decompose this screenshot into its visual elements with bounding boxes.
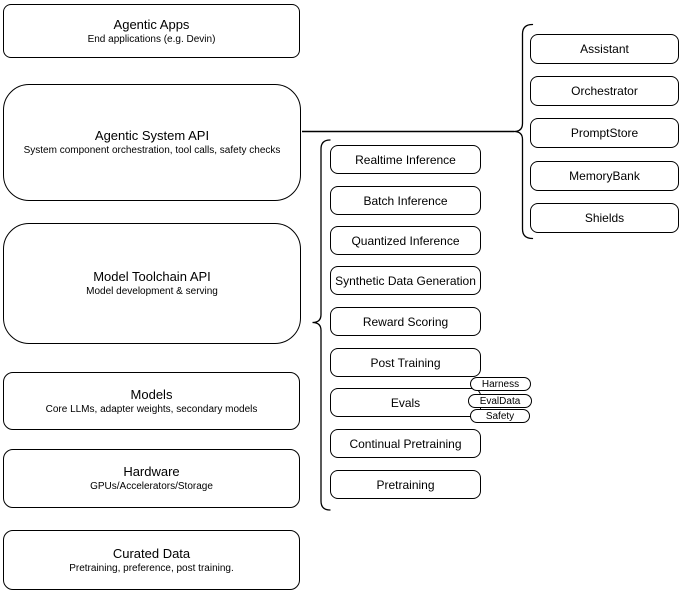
node-title: Model Toolchain API [93, 269, 211, 284]
node-subtitle: GPUs/Accelerators/Storage [90, 481, 213, 492]
node-model-toolchain-api: Model Toolchain API Model development & … [3, 223, 301, 344]
service-label: Continual Pretraining [349, 436, 462, 451]
node-title: Agentic System API [94, 128, 210, 143]
service-reward-scoring: Reward Scoring [330, 307, 481, 336]
component-assistant: Assistant [530, 34, 679, 64]
node-subtitle: Core LLMs, adapter weights, secondary mo… [45, 403, 258, 415]
tag-label: Harness [481, 378, 520, 390]
component-label: PromptStore [570, 126, 639, 140]
node-curated-data: Curated Data Pretraining, preference, po… [3, 530, 300, 590]
toolchain-curly-brace [312, 139, 331, 511]
service-label: Synthetic Data Generation [335, 273, 476, 288]
service-label: Reward Scoring [362, 314, 449, 329]
tag-harness: Harness [470, 377, 531, 391]
node-agentic-apps: Agentic Apps End applications (e.g. Devi… [3, 4, 300, 58]
service-label: Quantized Inference [351, 233, 460, 248]
service-quantized-inference: Quantized Inference [330, 226, 481, 255]
service-label: Post Training [370, 355, 441, 370]
node-subtitle: System component orchestration, tool cal… [23, 145, 281, 156]
node-title: Hardware [123, 464, 180, 479]
service-label: Evals [390, 395, 421, 410]
tag-label: Safety [485, 410, 515, 422]
component-label: Orchestrator [571, 84, 638, 98]
node-agentic-system-api: Agentic System API System component orch… [3, 84, 301, 201]
component-label: MemoryBank [569, 169, 640, 183]
node-subtitle: End applications (e.g. Devin) [87, 33, 216, 45]
service-batch-inference: Batch Inference [330, 186, 481, 215]
tag-evaldata: EvalData [468, 394, 532, 408]
service-label: Batch Inference [363, 193, 448, 208]
node-title: Models [130, 386, 173, 402]
node-hardware: Hardware GPUs/Accelerators/Storage [3, 449, 300, 508]
tag-label: EvalData [479, 395, 521, 407]
service-continual-pretraining: Continual Pretraining [330, 429, 481, 458]
agentic-components-curly-brace [513, 23, 534, 240]
service-label: Realtime Inference [355, 152, 456, 167]
component-label: Shields [584, 211, 625, 225]
component-orchestrator: Orchestrator [530, 76, 679, 106]
component-memorybank: MemoryBank [530, 161, 679, 191]
node-subtitle: Pretraining, preference, post training. [69, 562, 234, 574]
node-title: Curated Data [112, 545, 191, 561]
node-models: Models Core LLMs, adapter weights, secon… [3, 372, 300, 430]
node-title: Agentic Apps [113, 16, 190, 32]
tag-safety: Safety [470, 409, 530, 423]
service-label: Pretraining [376, 477, 435, 492]
service-pretraining: Pretraining [330, 470, 481, 499]
service-evals: Evals [330, 388, 481, 417]
component-label: Assistant [580, 42, 629, 56]
service-realtime-inference: Realtime Inference [330, 145, 481, 174]
service-post-training: Post Training [330, 348, 481, 377]
component-promptstore: PromptStore [530, 118, 679, 148]
component-shields: Shields [530, 203, 679, 233]
node-subtitle: Model development & serving [86, 286, 218, 297]
service-synthetic-data-generation: Synthetic Data Generation [330, 266, 481, 295]
